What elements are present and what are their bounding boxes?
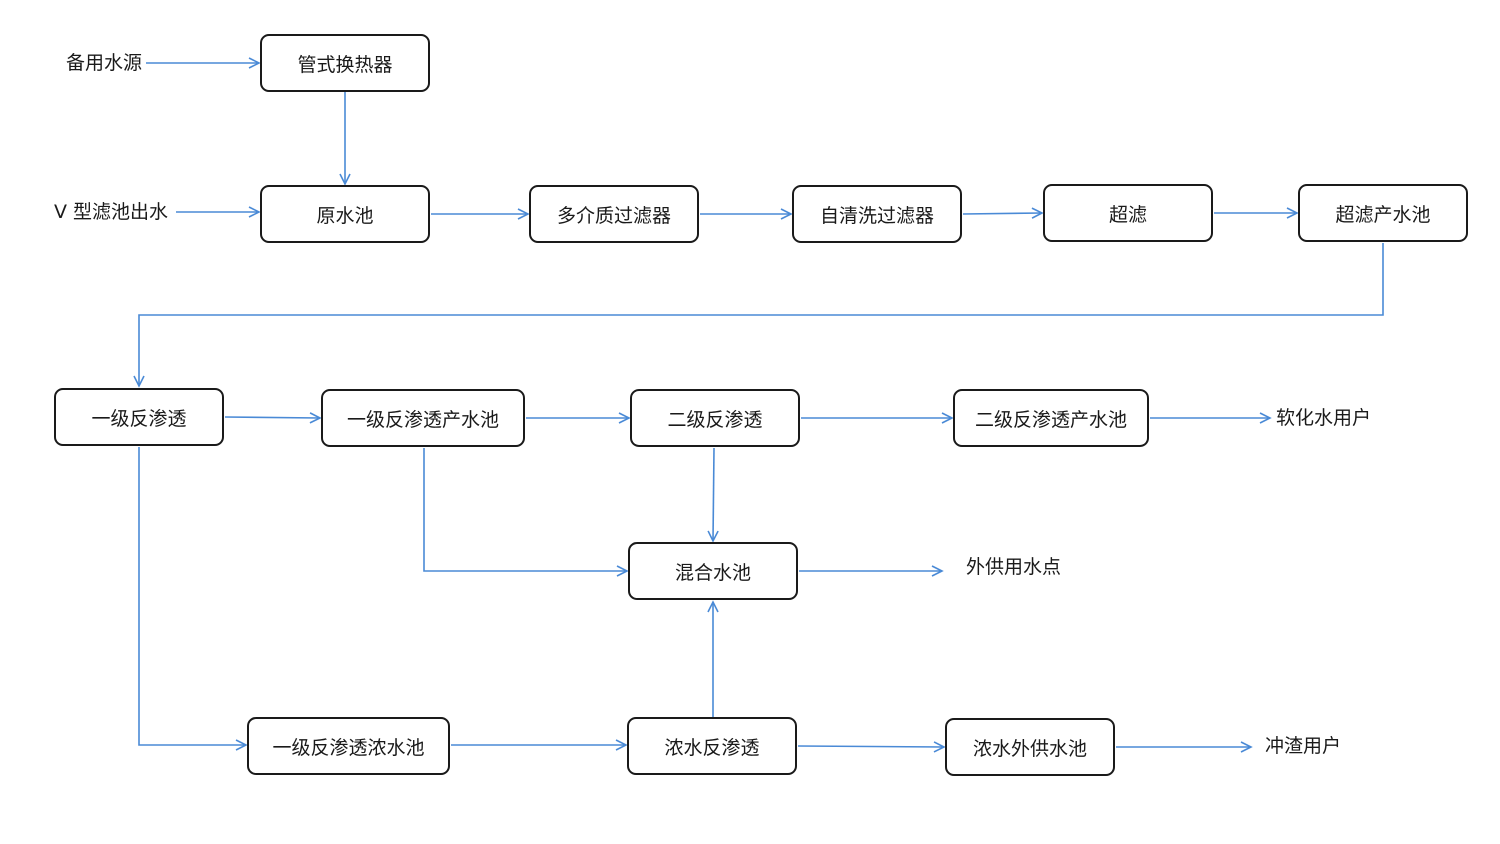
ro1-concentrate-tank-box: 一级反渗透浓水池 xyxy=(247,717,450,775)
uf-product-tank-box: 超滤产水池 xyxy=(1298,184,1468,242)
concentrate-supply-tank-label: 浓水外供水池 xyxy=(972,737,1087,760)
mixing-tank-label: 混合水池 xyxy=(674,561,751,584)
ro2-product-tank-label: 二级反渗透产水池 xyxy=(974,408,1127,431)
arrow-ro2-to-mixing xyxy=(707,447,719,543)
ro2-label: 二级反渗透 xyxy=(667,408,763,431)
v-filter-effluent-label: V 型滤池出水 xyxy=(54,201,169,223)
heat-exchanger-box: 管式换热器 xyxy=(260,34,430,92)
multimedia-filter-label: 多介质过滤器 xyxy=(556,204,671,227)
ro1-product-tank-label: 一级反渗透产水池 xyxy=(346,408,499,431)
mixing-tank-box: 混合水池 xyxy=(628,542,798,600)
concentrate-supply-tank-box: 浓水外供水池 xyxy=(945,718,1115,776)
concentrate-ro-label: 浓水反渗透 xyxy=(664,736,760,759)
multimedia-filter-box: 多介质过滤器 xyxy=(529,185,699,243)
self-cleaning-filter-box: 自清洗过滤器 xyxy=(792,185,962,243)
ro1-box: 一级反渗透 xyxy=(54,388,224,446)
ultrafiltration-label: 超滤 xyxy=(1108,203,1147,226)
arrow-uf-tank-to-ro1 xyxy=(133,243,1384,388)
ro1-label: 一级反渗透 xyxy=(91,407,187,430)
ro2-product-tank-box: 二级反渗透产水池 xyxy=(953,389,1149,447)
ro2-box: 二级反渗透 xyxy=(630,389,800,447)
external-water-points-label: 外供用水点 xyxy=(966,556,1062,578)
uf-product-tank-label: 超滤产水池 xyxy=(1335,203,1431,226)
concentrate-ro-box: 浓水反渗透 xyxy=(627,717,797,775)
ultrafiltration-box: 超滤 xyxy=(1043,184,1213,242)
heat-exchanger-label: 管式换热器 xyxy=(297,53,393,76)
softened-water-users-label: 软化水用户 xyxy=(1276,407,1372,429)
backup-water-source-label: 备用水源 xyxy=(66,52,143,74)
ro1-concentrate-tank-label: 一级反渗透浓水池 xyxy=(272,736,425,759)
self-cleaning-filter-label: 自清洗过滤器 xyxy=(819,204,934,227)
arrow-ro1-to-ro1-tank xyxy=(224,412,322,424)
arrow-ro1-tank-to-mixing xyxy=(423,448,629,577)
raw-water-tank-box: 原水池 xyxy=(260,185,430,243)
arrow-concentrate-ro-to-supply-tank xyxy=(797,741,946,753)
ro1-product-tank-box: 一级反渗透产水池 xyxy=(321,389,525,447)
slag-flushing-users-label: 冲渣用户 xyxy=(1265,735,1342,757)
arrow-self-cleaning-to-uf xyxy=(962,207,1044,219)
raw-water-tank-label: 原水池 xyxy=(316,204,374,227)
arrow-ro1-to-concentrate-tank xyxy=(138,447,248,751)
